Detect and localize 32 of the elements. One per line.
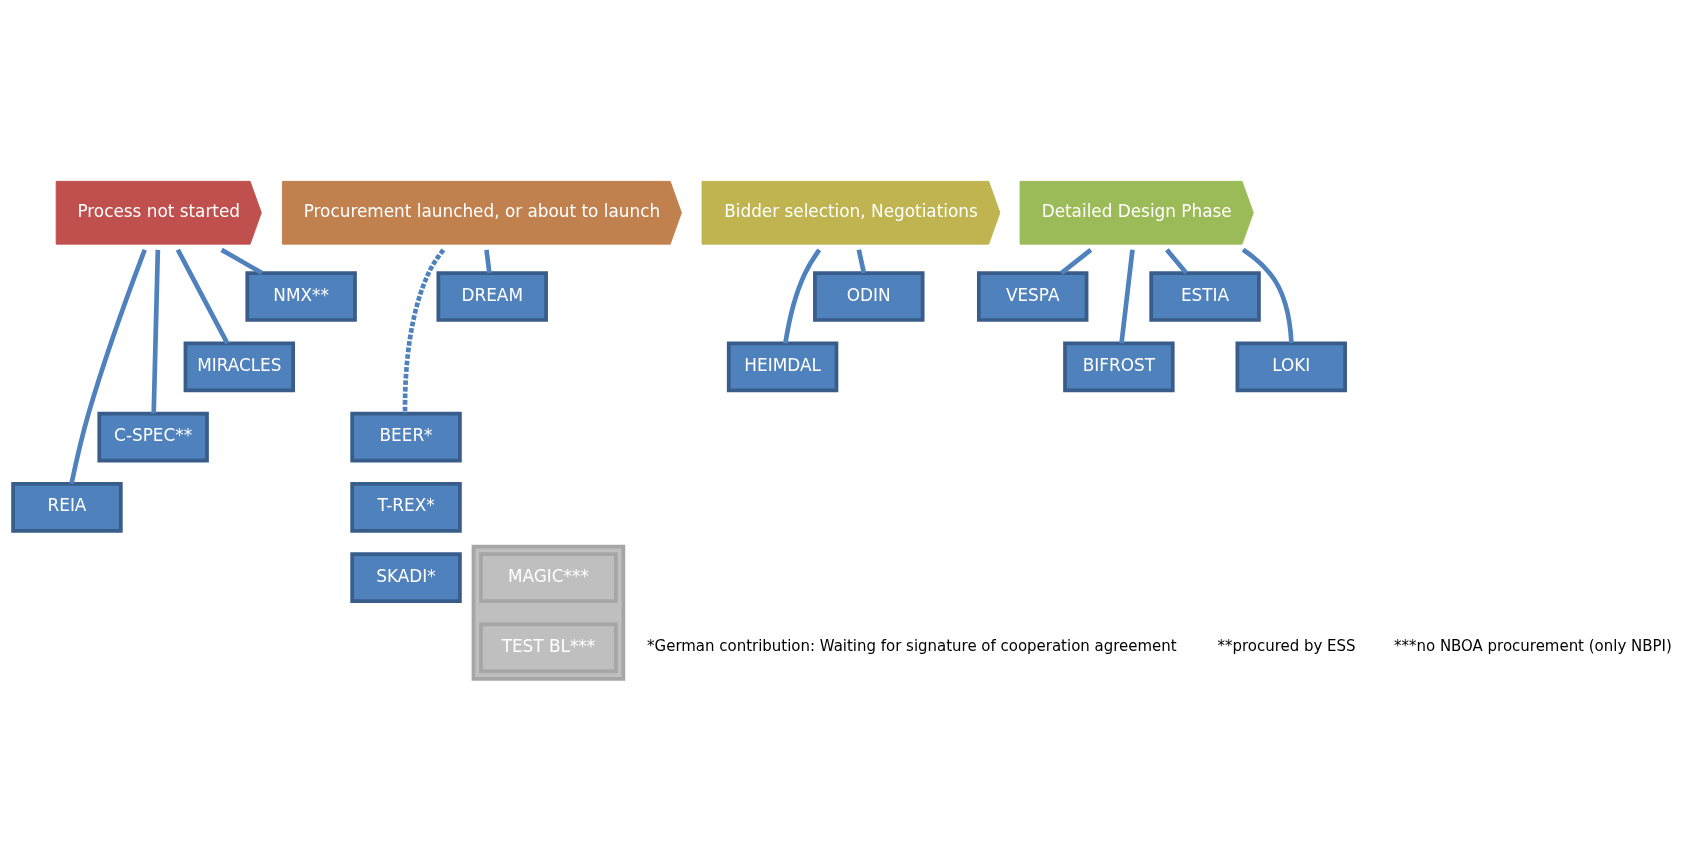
node-box: T-REX* xyxy=(350,481,462,533)
node-box: NMX** xyxy=(245,270,357,322)
connector xyxy=(220,247,264,275)
connector xyxy=(151,249,161,414)
node-box: VESPA xyxy=(976,270,1089,322)
connector xyxy=(1165,247,1189,275)
connector xyxy=(402,248,446,414)
connector xyxy=(1241,247,1294,343)
label: *German contribution: Waiting for signature of cooperation agreement xyxy=(647,636,1177,655)
node-box: MIRACLES xyxy=(183,341,296,392)
connector xyxy=(69,248,147,484)
connector xyxy=(175,248,230,344)
node-box: DREAM xyxy=(436,270,548,322)
connector xyxy=(856,248,867,274)
node-box: ESTIA xyxy=(1149,270,1261,322)
connector xyxy=(1119,249,1135,344)
connector xyxy=(484,249,492,273)
node-box: REIA xyxy=(11,481,123,533)
cluster xyxy=(471,544,626,681)
node-box: LOKI xyxy=(1235,341,1347,392)
node-box: ODIN xyxy=(813,270,925,322)
connector xyxy=(783,248,822,344)
node-box: BIFROST xyxy=(1063,341,1175,392)
node-box: C-SPEC** xyxy=(97,411,209,462)
connector xyxy=(1059,247,1093,275)
node-box: TEST BL*** xyxy=(479,622,618,673)
node-box: BEER* xyxy=(350,411,462,462)
label: **procured by ESS xyxy=(1217,636,1356,655)
label: ***no NBOA procurement (only NBPI) xyxy=(1394,636,1672,655)
node-box: HEIMDAL xyxy=(726,341,839,392)
node-box: SKADI* xyxy=(350,551,462,603)
node-box: MAGIC*** xyxy=(479,551,618,603)
